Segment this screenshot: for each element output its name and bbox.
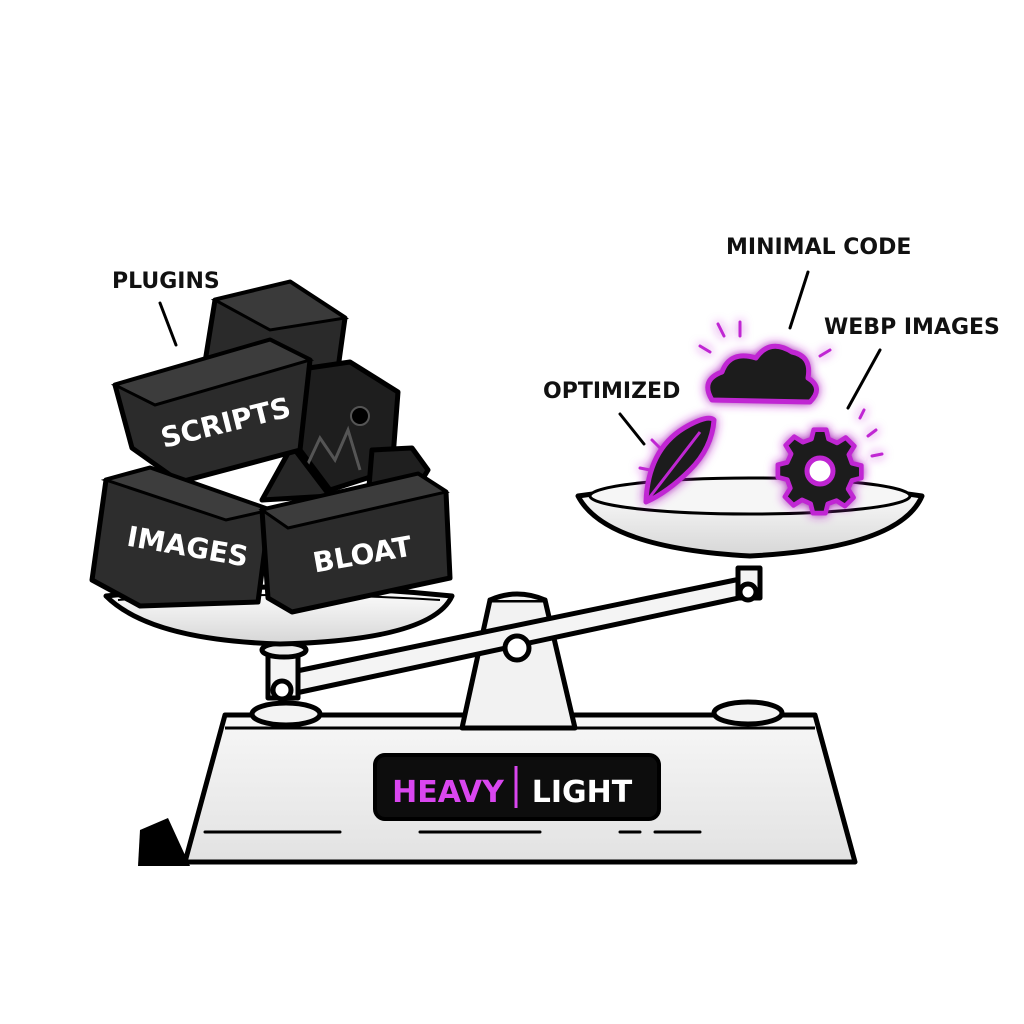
cloud-icon [698,320,832,405]
pivot-pin [502,633,532,663]
heavy-light-display: HEAVY LIGHT [373,753,661,821]
images-block: IMAGES [89,465,276,609]
right-pan [575,476,925,559]
webp-images-callout: WEBP IMAGES [824,315,1000,340]
scripts-block: SCRIPTS [110,337,315,485]
minimal-code-callout: MINIMAL CODE [726,235,911,260]
webp-images-pointer [846,348,882,410]
gear-icon [775,408,884,516]
plugins-callout: PLUGINS [112,269,220,294]
pyramid-block [259,443,333,503]
base-shadow [138,818,190,866]
minimal-code-pointer [788,270,810,330]
callouts: PLUGINS MINIMAL CODE WEBP IMAGES OPTIMIZ… [112,235,1000,446]
plugins-pointer [158,301,178,347]
optimized-callout: OPTIMIZED [543,379,680,404]
display-heavy-label: HEAVY [392,775,505,810]
light-items [638,320,884,516]
feather-icon [638,415,717,505]
optimized-pointer [618,412,646,446]
heavy-blocks: SCRIPTS IMAGES BLOAT [89,279,453,615]
scale-beam [259,565,763,702]
display-light-label: LIGHT [532,775,633,810]
bloat-block: BLOAT [258,471,453,615]
